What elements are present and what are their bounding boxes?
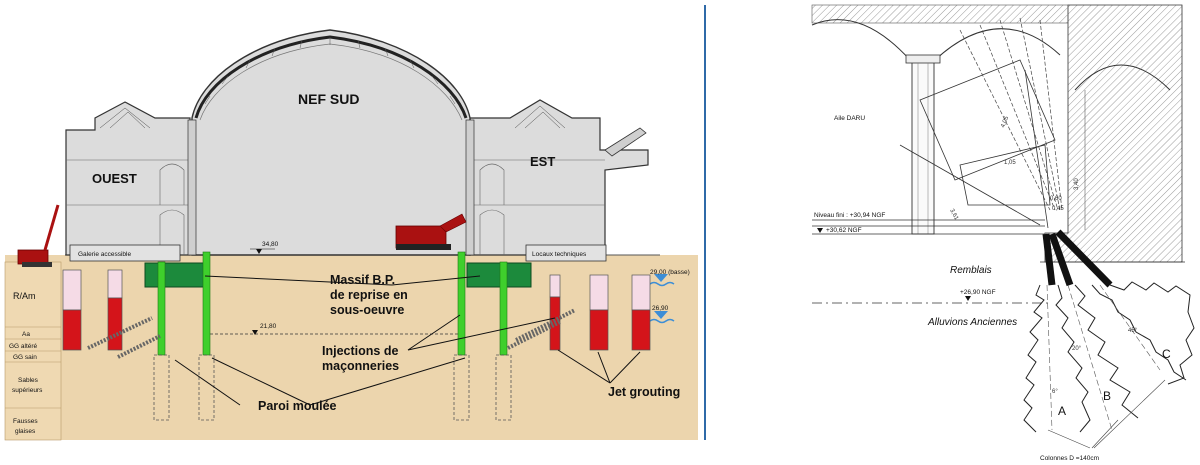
injections-label-2: maçonneries (322, 359, 399, 373)
dim-3-40: 3,40 (1074, 178, 1080, 190)
colonnes-label: Colonnes D =140cm (1040, 455, 1099, 462)
left-section-diagram: R/Am Aa GG altéré GG sain Sables supérie… (4, 29, 698, 441)
dim-4-05: 4,05 (1000, 115, 1010, 129)
masonry-wall (1044, 4, 1183, 263)
injection-diagonals (87, 308, 576, 359)
angle-45: 45° (1128, 328, 1138, 334)
massif-label-3: sous-oeuvre (330, 303, 404, 317)
dim-0-60: 0,60 (1050, 196, 1062, 202)
borehole-tubes (1042, 229, 1113, 288)
strata-label-sables: Sables (18, 377, 39, 384)
strata-label-superieurs: supérieurs (12, 387, 43, 394)
massif-label-2: de reprise en (330, 288, 408, 302)
strata-label-fausses: Fausses (13, 418, 38, 425)
column-c-outline (1109, 281, 1195, 385)
right-section-detail: Aile DARU Niveau fini : +30,94 NGF +30,6… (811, 4, 1195, 462)
level-21-80: 21,80 (260, 323, 277, 330)
column-label-a: A (1058, 404, 1066, 418)
water-level-26: 26,90 (649, 305, 675, 324)
drill-rig-right (395, 213, 467, 250)
locaux-techniques-label: Locaux techniques (532, 251, 587, 258)
massif-bp-right (466, 262, 532, 288)
east-wing (469, 99, 649, 256)
water-label-26: 26,90 (652, 305, 669, 312)
galerie-accessible-label: Galerie accessible (78, 251, 131, 258)
niveau-fini-label: Niveau fini : +30,94 NGF (814, 212, 885, 219)
strata-label-ram: R/Am (13, 291, 36, 301)
dim-0-45: 0,45 (1052, 206, 1064, 212)
nave-dome (191, 29, 471, 256)
column-a-outline (1023, 284, 1091, 433)
strata-label-gg-sain: GG sain (13, 354, 37, 361)
est-label: EST (530, 154, 555, 169)
dim-1-05: 1,05 (1004, 160, 1016, 166)
level-26-90-label: +26,90 NGF (960, 289, 996, 296)
strata-label-glaises: glaises (15, 428, 36, 435)
nef-sud-label: NEF SUD (298, 91, 359, 107)
column-shaft (911, 61, 935, 235)
galerie-accessible-box (69, 244, 181, 262)
water-level-29: 29,00 (basse) (649, 269, 690, 287)
injections-label-1: Injections de (322, 344, 398, 358)
angle-6: 6° (1052, 389, 1058, 395)
level-34-80: 34,80 (262, 241, 279, 248)
water-label-29: 29,00 (basse) (650, 269, 690, 276)
angle-20: 20° (1072, 346, 1082, 352)
level-30-62-label: +30,62 NGF (826, 227, 862, 234)
jet-grouting-label: Jet grouting (608, 385, 680, 399)
locaux-techniques-box (525, 244, 607, 262)
column-b-outline (1074, 284, 1187, 419)
remblais-label: Remblais (950, 265, 992, 276)
paroi-moulee-label: Paroi moulée (258, 399, 337, 413)
strata-label-gg-altere: GG altéré (9, 343, 38, 350)
massif-label-1: Massif B.P. (330, 273, 395, 287)
drill-rig-left (17, 204, 60, 267)
ouest-label: OUEST (92, 171, 137, 186)
dim-3-61: 3,61 (948, 208, 959, 222)
aile-daru-label: Aile DARU (834, 115, 865, 122)
column-label-b: B (1103, 389, 1111, 403)
alluvions-label: Alluvions Anciennes (927, 317, 1017, 328)
column-label-c: C (1162, 347, 1171, 361)
massif-bp-left (144, 262, 208, 288)
strata-label-aa: Aa (22, 331, 30, 338)
